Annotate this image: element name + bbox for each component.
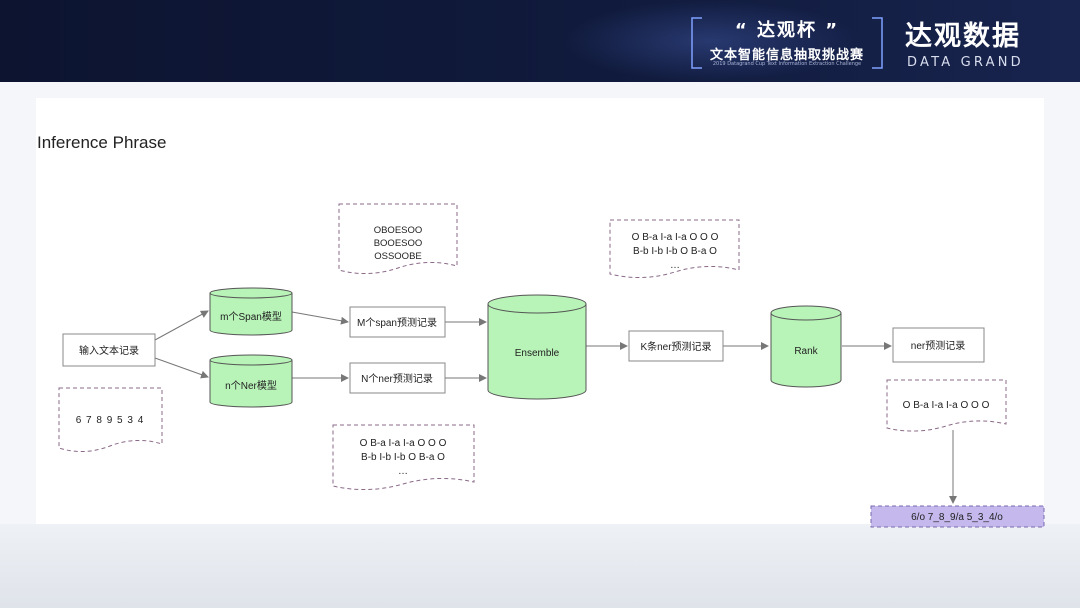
- span-example-line-2: BOOESOO: [374, 238, 423, 249]
- contest-logo: “ 达观杯 ” 文本智能信息抽取挑战赛 2019 Datagrand Cup T…: [688, 14, 886, 72]
- rank-label: Rank: [794, 346, 818, 357]
- process-boxes: 输入文本记录 M个span预测记录 N个ner预测记录 K条ner预测记录 ne…: [62, 306, 985, 394]
- ner-model-label: n个Ner模型: [225, 379, 277, 392]
- span-example-note: OBOESOO BOOESOO OSSOOBE: [338, 203, 458, 274]
- final-output-label: 6/o 7_8_9/a 5_3_4/o: [911, 512, 1003, 523]
- input-example-text: 6 7 8 9 5 3 4: [76, 415, 145, 426]
- ner-example-line-1: O B-a I-a I-a O O O: [360, 438, 447, 449]
- header-glow: [560, 0, 860, 82]
- m-span-records-box: [349, 306, 446, 338]
- footer-background: [0, 524, 1080, 608]
- span-model-label: m个Span模型: [220, 310, 282, 323]
- model-cylinders: m个Span模型 n个Ner模型 Ensemble Rank: [209, 287, 842, 408]
- arrow-span-to-mrecords: [291, 311, 349, 325]
- input-example-note: 6 7 8 9 5 3 4: [58, 387, 163, 452]
- rank-cylinder: Rank: [770, 305, 842, 388]
- ner-records-box: [892, 327, 985, 363]
- final-example-note: O B-a I-a I-a O O O: [886, 379, 1007, 432]
- k-example-line-2: B-b I-b I-b O B-a O: [633, 246, 717, 257]
- final-example-text: O B-a I-a I-a O O O: [903, 400, 990, 411]
- input-box: [62, 333, 156, 367]
- slide-title: Inference Phrase: [37, 133, 167, 152]
- brand-name-cn: 达观数据: [905, 21, 1021, 52]
- k-records-label: K条ner预测记录: [640, 340, 711, 353]
- arrows: [154, 310, 957, 504]
- contest-title: “ 达观杯 ”: [734, 20, 840, 41]
- m-span-records-label: M个span预测记录: [357, 316, 437, 329]
- ensemble-label: Ensemble: [515, 348, 560, 359]
- n-ner-records-box: [349, 362, 446, 394]
- ensemble-cylinder: Ensemble: [487, 294, 587, 400]
- ner-example-note: O B-a I-a I-a O O O B-b I-b I-b O B-a O …: [332, 424, 475, 491]
- arrow-input-to-span: [154, 310, 209, 341]
- header-banner: “ 达观杯 ” 文本智能信息抽取挑战赛 2019 Datagrand Cup T…: [0, 0, 1080, 82]
- ner-example-line-3: …: [398, 466, 408, 477]
- k-example-line-1: O B-a I-a I-a O O O: [632, 232, 719, 243]
- arrow-input-to-ner: [154, 357, 209, 379]
- ner-example-line-2: B-b I-b I-b O B-a O: [361, 452, 445, 463]
- input-label: 输入文本记录: [79, 344, 139, 357]
- ner-records-label: ner预测记录: [911, 339, 965, 352]
- contest-english: 2019 Datagrand Cup Text Information Extr…: [712, 61, 862, 67]
- brand-name-en: DATA GRAND: [907, 55, 1024, 70]
- span-example-line-3: OSSOOBE: [374, 251, 422, 262]
- k-example-note: O B-a I-a I-a O O O B-b I-b I-b O B-a O …: [609, 219, 740, 279]
- example-annotations: 6 7 8 9 5 3 4 OBOESOO BOOESOO OSSOOBE O …: [58, 203, 1007, 491]
- contest-frame: [691, 17, 883, 69]
- ner-model-cylinder: n个Ner模型: [209, 354, 293, 408]
- span-example-line-1: OBOESOO: [374, 225, 423, 236]
- final-output-box: [870, 505, 1045, 528]
- span-model-cylinder: m个Span模型: [209, 287, 293, 336]
- k-example-line-3: …: [670, 260, 680, 271]
- k-records-box: [628, 330, 724, 362]
- n-ner-records-label: N个ner预测记录: [361, 372, 433, 385]
- final-output: 6/o 7_8_9/a 5_3_4/o: [870, 505, 1045, 528]
- contest-subtitle: 文本智能信息抽取挑战赛: [709, 48, 864, 63]
